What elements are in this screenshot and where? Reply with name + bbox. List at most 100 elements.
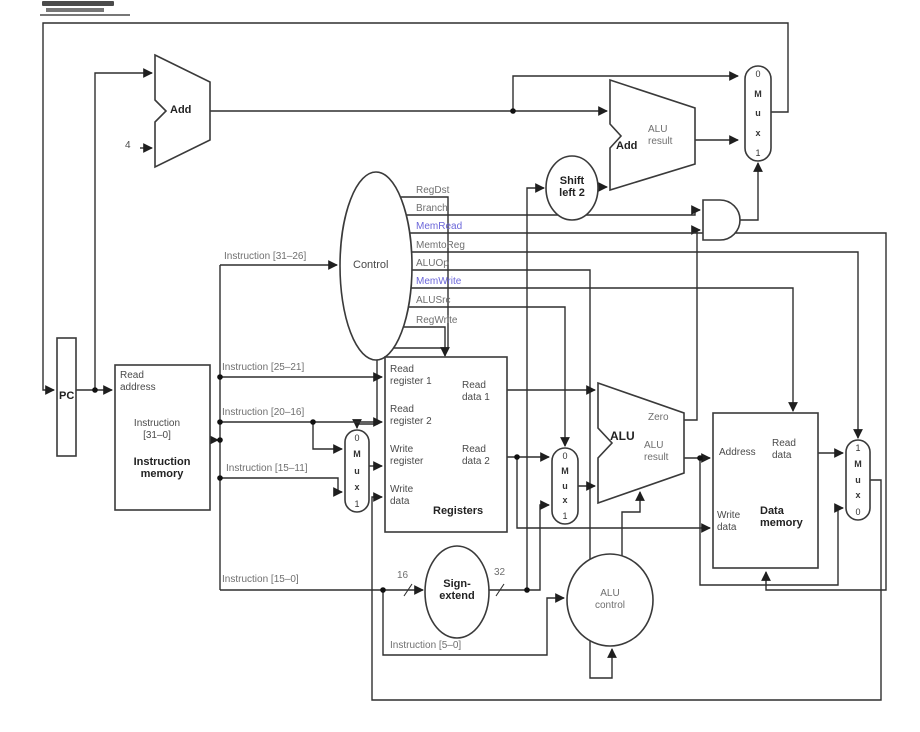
alusrc-mux-input0-label: 0 [562,451,568,461]
regdst-mux-input0-label: 0 [354,433,360,443]
pcsrc-mux-labels: 0 M u x 1 [745,66,771,161]
mux-letter-u: u [354,465,360,476]
signal-memwrite: MemWrite [416,276,462,287]
mux-letter-u: u [755,108,761,118]
wire-aluop [412,269,617,679]
wire-pc-loop [42,22,789,395]
alusrc-mux-shape [551,447,579,525]
reg-read-reg1-label: Read register 1 [390,364,432,387]
pcsrc-mux-input1-label: 1 [755,148,761,158]
wire-pc-to-adder [94,68,153,390]
dm-write-data-label: Write data [717,510,741,533]
wire-funct-5-0 [382,590,565,656]
mux-letter-m: M [561,465,569,476]
width-32-label: 32 [494,567,506,578]
pc-adder-label: Add [170,104,192,116]
wire-alusrc [405,306,570,447]
reg-read-data2-label: Read data 2 [462,444,490,467]
const4-label: 4 [125,140,131,151]
data-memory-shape [712,412,819,569]
dm-read-data-label: Read data [772,438,796,461]
alusrc-mux-input1-label: 1 [562,511,568,521]
instr-field-31-26: Instruction [31–26] [224,251,307,262]
mux-letter-x: x [855,490,861,501]
alu-shape [597,381,685,505]
wire-alucontrol-out [621,491,645,556]
wire-signext-to-shift [526,183,545,590]
pc-register-shape [56,337,77,457]
mux-letter-m: M [854,458,862,469]
memtoreg-mux-labels: 1 M u x 0 [846,440,870,520]
wire-regwrite [396,326,450,357]
memtoreg-mux-input0-label: 0 [855,507,861,517]
sign-extend-label: Sign- extend [439,578,475,602]
branch-adder-result-label: ALU result [648,124,673,147]
mux-letter-x: x [354,481,360,492]
mux-letter-m: M [754,88,762,99]
wire-memtoreg [412,251,863,439]
and-gate-shape [702,199,741,241]
imem-instruction-label: Instruction [31–0] [133,418,181,441]
alu-label: ALU [610,429,635,443]
wire-branch-signal [406,205,701,216]
memtoreg-mux-shape [845,439,871,521]
branch-adder-shape [609,78,696,192]
mux-letter-x: x [755,127,761,138]
wire-memwrite [410,287,798,412]
branch-adder-label: Add [616,140,638,152]
pc-label: PC [59,390,75,402]
wire-pcplus4-to-mux [512,71,739,111]
alusrc-mux-labels: 0 M u x 1 [552,448,578,524]
imem-title: Instruction memory [133,456,191,480]
alu-control-shape [566,553,654,647]
tick-32 [495,583,505,597]
alu-control-label: ALU control [594,588,625,611]
regdst-mux-labels: 0 M u x 1 [345,430,369,512]
wire-instr-15-11 [220,477,343,497]
signal-alusrc: ALUSrc [416,295,451,306]
signal-regwrite: RegWrite [416,315,458,326]
wire-writeback [371,479,882,701]
pcsrc-mux-input0-label: 0 [755,69,761,79]
control-unit-label: Control [353,259,389,271]
instr-field-25-21: Instruction [25–21] [222,362,305,373]
shift-left-2-label: Shift left 2 [559,175,585,199]
reg-read-data1-label: Read data 1 [462,380,490,403]
alu-zero-label: Zero [648,412,669,423]
data-memory-title: Data memory [760,505,803,529]
shift-left-2-shape [545,155,599,221]
instr-field-20-16: Instruction [20–16] [222,407,305,418]
wire-aluresult-to-mux [699,458,844,586]
mux-letter-m: M [353,449,361,460]
tick-16 [403,583,413,597]
registers-title: Registers [433,505,484,517]
signal-aluop: ALUOp [416,258,449,269]
corner-artifact [40,1,132,16]
regdst-mux-shape [344,429,370,513]
reg-write-data-label: Write data [390,484,414,507]
dm-address-label: Address [719,447,756,458]
signal-memread: MemRead [416,221,463,232]
regdst-mux-input1-label: 1 [354,499,360,509]
instr-field-15-0: Instruction [15–0] [222,574,299,585]
pcsrc-mux-shape [744,65,772,162]
junction-dots [92,108,703,593]
alu-result-label: ALU result [644,440,669,463]
wire-and-to-pcsrc-mux [740,162,763,221]
wire-signext-to-alusrcmux [488,500,550,591]
width-16-label: 16 [397,570,409,581]
signal-regdst: RegDst [416,185,450,196]
control-unit-shape [339,171,413,361]
memtoreg-mux-input1-label: 1 [855,443,861,453]
instruction-memory-shape [114,364,211,511]
signal-memtoreg: MemtoReg [416,240,465,251]
reg-write-reg-label: Write register [390,444,424,467]
wire-zero-to-and [684,225,701,421]
instr-field-15-11: Instruction [15–11] [226,463,308,474]
wire-readdata2-to-dm [516,457,711,533]
mux-letter-u: u [855,474,861,485]
mux-letter-u: u [562,480,568,491]
imem-read-address-label: Read address [120,370,156,393]
